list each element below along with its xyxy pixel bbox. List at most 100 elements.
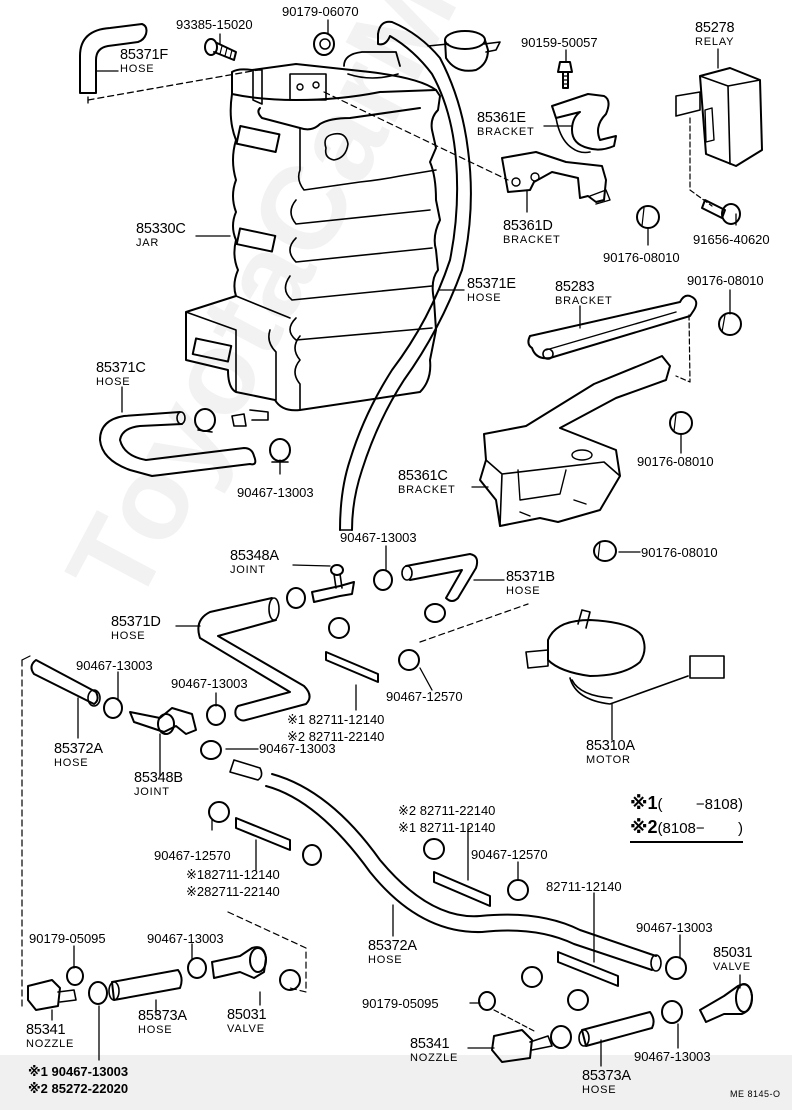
hose-85373a-right-shape — [578, 1011, 655, 1047]
hose-85372a-upper-shape — [30, 659, 101, 707]
bracket-85283-shape — [527, 294, 698, 383]
clamp-90467-12570-c-shape — [208, 801, 230, 823]
clamp-85348b-a-shape — [103, 697, 123, 719]
part-label-85372a-upper[interactable]: 85372A HOSE — [54, 741, 103, 769]
part-label-85372a-lower[interactable]: 85372A HOSE — [368, 938, 417, 966]
part-label-85373a-left[interactable]: 85373A HOSE — [138, 1008, 187, 1036]
nozzle-85341-right-shape — [491, 1029, 553, 1063]
part-label-85278[interactable]: 85278 RELAY — [695, 20, 735, 48]
variant-label-82711-c[interactable]: ※2 82711-22140 ※1 82711-12140 — [398, 803, 496, 835]
clamp-valve-left-b-shape — [279, 969, 301, 991]
part-label-85361d[interactable]: 85361D BRACKET — [503, 218, 561, 246]
nut-90179-05095-right-shape — [478, 991, 496, 1011]
variant-label-82711-a[interactable]: ※1 82711-12140 ※2 82711-22140 — [287, 712, 385, 744]
part-label-93385-15020[interactable]: 93385-15020 — [176, 17, 253, 32]
clamp-90467-12570-d-shape — [423, 838, 445, 860]
nut-90176-b-shape — [718, 312, 742, 336]
part-label-85330c[interactable]: 85330C JAR — [136, 221, 186, 249]
part-label-85371b[interactable]: 85371B HOSE — [506, 569, 555, 597]
clamp-85371b-shape — [424, 603, 446, 623]
leader-dashed-end — [21, 655, 31, 661]
part-label-90467-13003-g[interactable]: 90467-13003 — [636, 920, 713, 935]
part-label-90176-08010-b[interactable]: 90176-08010 — [687, 273, 764, 288]
part-label-85310a[interactable]: 85310A MOTOR — [586, 738, 635, 766]
part-label-90467-12570-c[interactable]: 90467-12570 — [471, 847, 548, 862]
clamp-jar-b-shape — [269, 438, 291, 463]
bolt-90159-shape — [557, 61, 573, 89]
legend-row-1: ※1( −8108) — [630, 793, 743, 813]
clamp-nozzle-left-shape — [88, 981, 108, 1005]
part-label-82711-12140[interactable]: 82711-12140 — [546, 879, 622, 894]
part-label-85348b[interactable]: 85348B JOINT — [134, 770, 183, 798]
leader-dashed — [419, 603, 529, 643]
clamp-valve-left-shape — [187, 957, 207, 979]
variant-label-90467-85272[interactable]: ※1 90467-13003 ※2 85272-22020 — [28, 1064, 129, 1096]
part-label-85031-left[interactable]: 85031 VALVE — [227, 1007, 267, 1035]
bracket-85361e-shape — [551, 93, 617, 154]
part-label-90176-08010-d[interactable]: 90176-08010 — [641, 545, 718, 560]
leader-dashed — [87, 69, 259, 101]
clamp-85348b-c-shape — [200, 740, 222, 760]
clamp-90467-12570-b-shape — [398, 649, 420, 671]
part-label-85373a-right[interactable]: 85373A HOSE — [582, 1068, 631, 1096]
part-label-85031-right[interactable]: 85031 VALVE — [713, 945, 753, 973]
part-label-85348a[interactable]: 85348A JOINT — [230, 548, 279, 576]
part-label-90467-13003-e[interactable]: 90467-13003 — [259, 741, 336, 756]
part-label-85371d[interactable]: 85371D HOSE — [111, 614, 161, 642]
jar-outlet-fitting — [231, 413, 247, 427]
part-label-91656-40620[interactable]: 91656-40620 — [693, 232, 770, 247]
retainer-82711-c-shape — [433, 871, 491, 907]
hose-85371c-shape — [99, 411, 257, 477]
bracket-85361d-shape — [501, 151, 611, 205]
retainer-82711-b-shape — [235, 817, 291, 851]
hose-85371d-shape — [197, 597, 311, 722]
clamp-jar-a-shape — [194, 408, 216, 433]
part-label-90179-05095-a[interactable]: 90179-05095 — [29, 931, 106, 946]
part-label-85283[interactable]: 85283 BRACKET — [555, 279, 613, 307]
part-label-90176-08010-a[interactable]: 90176-08010 — [603, 250, 680, 265]
jar-85330c-shape — [185, 51, 441, 421]
nut-90176-c-shape — [669, 411, 693, 435]
leader-dashed — [493, 1009, 537, 1033]
part-label-90159-50057[interactable]: 90159-50057 — [521, 35, 598, 50]
leader-dashed — [227, 911, 307, 993]
drawing-code: ME 8145-O — [730, 1089, 781, 1099]
part-label-90467-13003-c[interactable]: 90467-13003 — [76, 658, 153, 673]
nut-90179-06070-shape — [313, 32, 335, 56]
part-label-85361c[interactable]: 85361C BRACKET — [398, 468, 456, 496]
part-label-90179-06070[interactable]: 90179-06070 — [282, 4, 359, 19]
joint-85348a-shape — [311, 564, 355, 603]
nut-90176-d-shape — [593, 540, 617, 562]
clamp-nozzle-right-shape — [550, 1025, 572, 1049]
part-label-90467-12570-b[interactable]: 90467-12570 — [154, 848, 231, 863]
part-label-90467-13003-f[interactable]: 90467-13003 — [147, 931, 224, 946]
part-label-90467-13003-a[interactable]: 90467-13003 — [237, 485, 314, 500]
part-label-90179-05095-b[interactable]: 90179-05095 — [362, 996, 439, 1011]
retainer-82711-a-shape — [325, 651, 379, 683]
part-label-85341-right[interactable]: 85341 NOZZLE — [410, 1036, 459, 1064]
part-label-90467-13003-d[interactable]: 90467-13003 — [171, 676, 248, 691]
legend-box: ※1( −8108) ※2(8108− ) — [630, 792, 743, 843]
bolt-91656-shape — [701, 199, 741, 225]
screw-93385-shape — [204, 38, 237, 61]
bracket-85361c-shape — [479, 355, 671, 527]
part-label-85341-left[interactable]: 85341 NOZZLE — [26, 1022, 75, 1050]
clamp-90467-12570-e-shape — [507, 879, 529, 901]
part-label-85371c[interactable]: 85371C HOSE — [96, 360, 146, 388]
part-label-90467-13003-b[interactable]: 90467-13003 — [340, 530, 417, 545]
leader-lines — [51, 19, 741, 1067]
part-label-85371e[interactable]: 85371E HOSE — [467, 276, 516, 304]
part-label-90467-13003-h[interactable]: 90467-13003 — [634, 1049, 711, 1064]
part-label-85361e[interactable]: 85361E BRACKET — [477, 110, 535, 138]
part-label-90467-12570-a[interactable]: 90467-12570 — [386, 689, 463, 704]
clamp-bottom-a-shape — [521, 966, 543, 988]
hose-85371f-shape — [79, 23, 148, 94]
clamp-bottom-b-shape — [567, 989, 589, 1011]
nut-90179-05095-left-shape — [66, 966, 84, 986]
part-label-85371f[interactable]: 85371F HOSE — [120, 47, 168, 75]
variant-label-82711-b[interactable]: ※182711-12140 ※282711-22140 — [186, 867, 280, 899]
hose-85371e-shape — [339, 20, 472, 531]
part-label-90176-08010-c[interactable]: 90176-08010 — [637, 454, 714, 469]
valve-85031-left-shape — [211, 946, 267, 979]
